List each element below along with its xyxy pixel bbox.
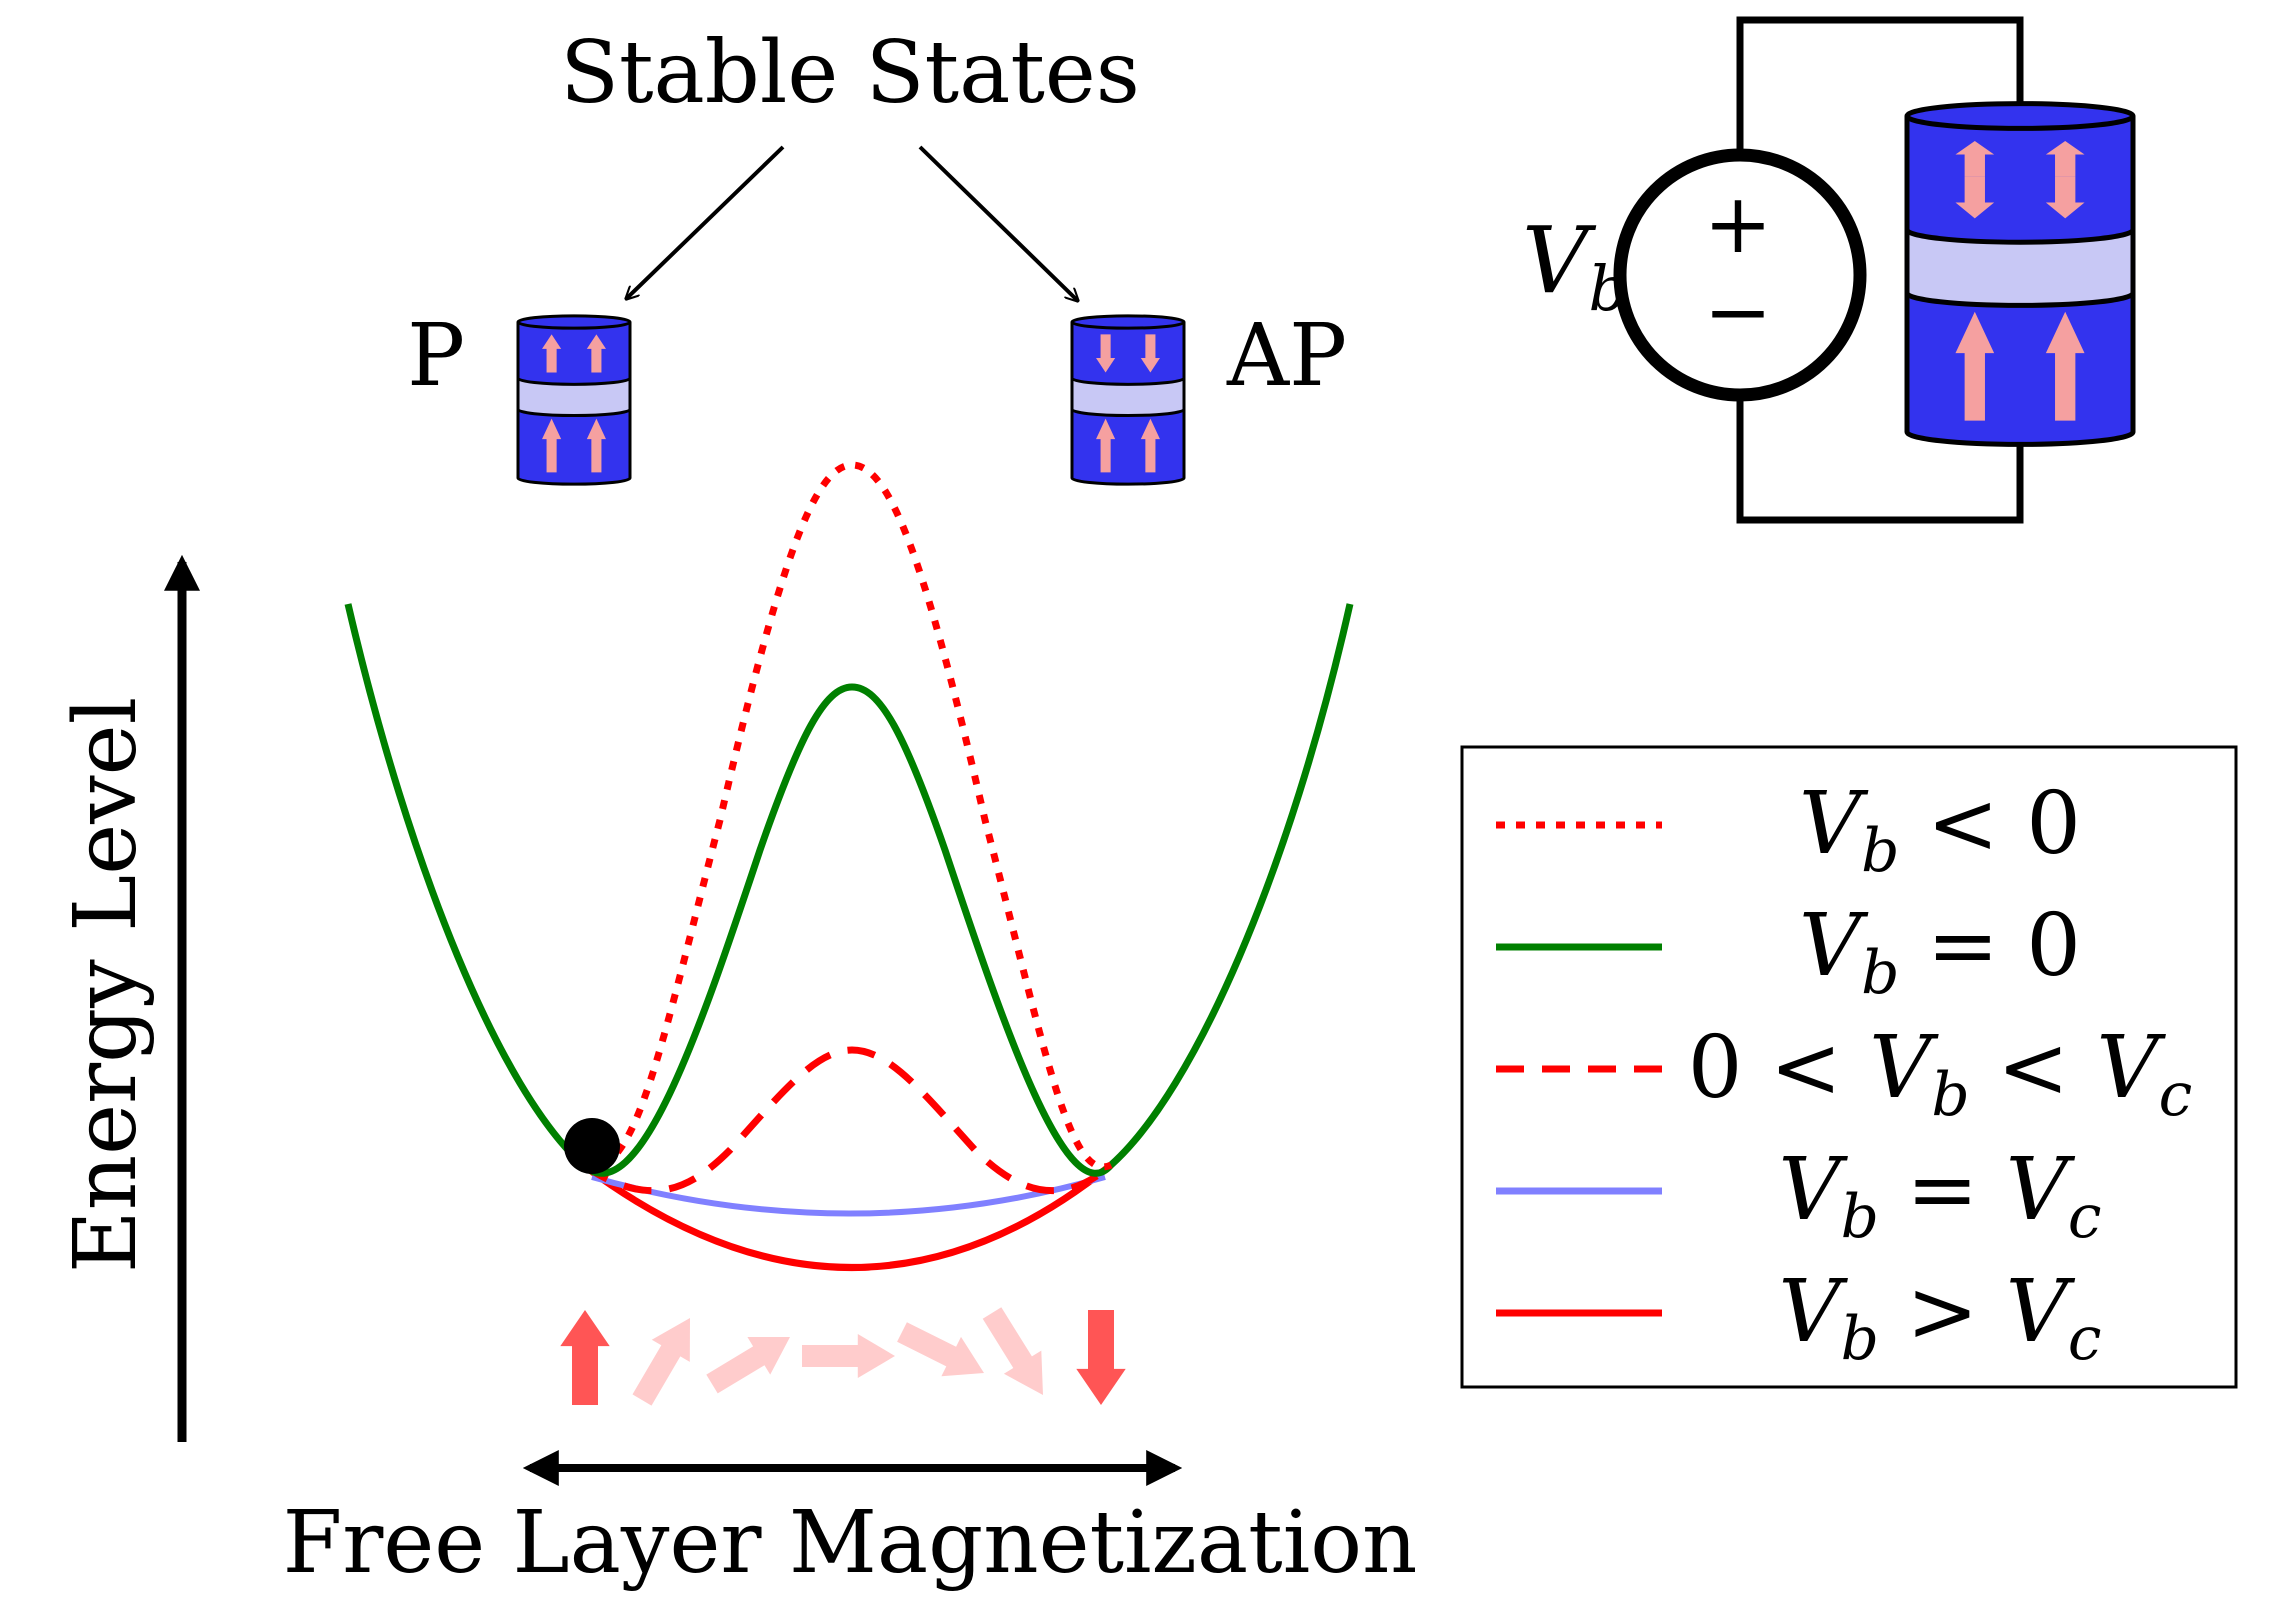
mtj-fixed-layer: [516, 409, 632, 486]
mtj-top-cap: [1070, 314, 1186, 330]
legend-label-part: V: [1799, 896, 1869, 996]
up-arrow-icon: [560, 1310, 610, 1405]
mtj-barrier-layer: [516, 378, 632, 418]
source-plus: +: [1704, 177, 1773, 272]
legend-label-part: V: [1779, 1140, 1849, 1240]
legend-label-part: V: [2097, 1018, 2167, 1118]
mtj-cylinder-icon: [1904, 101, 2136, 447]
energy-axis-label: Energy Level: [56, 697, 156, 1273]
legend-label-part: V: [2006, 1140, 2076, 1240]
source-minus: −: [1704, 265, 1773, 360]
p-state-label: P: [407, 306, 465, 406]
legend-label-part: >: [1879, 1262, 2006, 1362]
legend-label-part: b: [1931, 1060, 1969, 1130]
mtj-fixed-layer: [1070, 409, 1186, 486]
up-arrow-icon: [1140, 418, 1160, 473]
up-arrow-icon: [542, 418, 562, 473]
mtj-antiparallel-icon: [1070, 314, 1186, 486]
legend-label-part: b: [1861, 816, 1899, 886]
mtj-fixed-layer: [1904, 292, 2136, 447]
circuit-wire: [1736, 398, 2024, 524]
up-arrow-icon: [542, 334, 562, 373]
curve-vb-between-zero-and-vc: [581, 1046, 1114, 1195]
up-arrow-icon: [2045, 141, 2085, 177]
mtj-barrier-layer: [1904, 229, 2136, 308]
magnetization-rotation-arrows: [560, 1307, 1126, 1406]
rotating-arrow-icon: [706, 1337, 790, 1394]
legend-label-part: c: [2159, 1060, 2193, 1130]
circuit-wire: [1736, 16, 2024, 152]
ap-state-label: AP: [1226, 306, 1347, 406]
legend-label-part: 0 <: [1688, 1018, 1869, 1118]
legend-label-part: V: [1799, 774, 1869, 874]
down-arrow-icon: [1076, 1310, 1126, 1405]
ball-icon: [564, 1118, 620, 1174]
arrow-to-ap: [918, 145, 1078, 301]
source-voltage-label: Vb: [1522, 207, 1628, 325]
curve-vb-equals-zero: [344, 603, 1354, 1177]
legend-label-part: <: [1970, 1018, 2097, 1118]
down-arrow-icon: [1140, 334, 1160, 373]
legend-label-part: V: [2006, 1262, 2076, 1362]
legend-label-part: b: [1861, 938, 1899, 1008]
source-voltage-symbol: V: [1522, 207, 1597, 314]
legend-label-vb_crit: Vb = Vc: [1779, 1140, 2102, 1252]
legend-label-part: =: [1879, 1140, 2006, 1240]
legend-label-part: < 0: [1900, 774, 2081, 874]
curve-vb-greater-than-vc: [580, 1162, 1114, 1271]
rotating-arrow-icon: [982, 1307, 1043, 1395]
legend-label-part: V: [1869, 1018, 1939, 1118]
up-arrow-icon: [1955, 311, 1995, 421]
source-voltage-subscript: b: [1588, 252, 1628, 325]
legend-label-vb_zero: Vb = 0: [1799, 896, 2081, 1008]
legend-label-part: = 0: [1900, 896, 2081, 996]
legend-label-vb_mid: 0 < Vb < Vc: [1688, 1018, 2192, 1130]
mtj-free-layer: [516, 322, 632, 386]
up-arrow-icon: [1096, 418, 1116, 473]
magnetization-axis-label: Free Layer Magnetization: [283, 1493, 1418, 1593]
curve-vb-less-than-zero: [581, 461, 1113, 1171]
legend-label-vb_high: Vb > Vc: [1779, 1262, 2102, 1374]
legend-label-part: b: [1841, 1182, 1879, 1252]
arrow-to-p: [626, 145, 785, 299]
down-arrow-icon: [1096, 334, 1116, 373]
down-arrow-icon: [2045, 176, 2085, 219]
curve-vb-equals-vc: [591, 1174, 1106, 1217]
rotating-arrow-icon: [632, 1318, 690, 1406]
mtj-top-cap: [1904, 101, 2136, 131]
legend-label-part: V: [1779, 1262, 1849, 1362]
rotating-arrow-icon: [897, 1322, 984, 1377]
bias-circuit: + − Vb: [1522, 16, 2136, 524]
legend-label-part: c: [2068, 1304, 2102, 1374]
stable-states-title: Stable States: [560, 23, 1140, 123]
legend-label-part: c: [2068, 1182, 2102, 1252]
mtj-top-cap: [516, 314, 632, 330]
mtj-free-layer: [1070, 322, 1186, 386]
legend-label-part: b: [1841, 1304, 1879, 1374]
mtj-barrier-layer: [1070, 378, 1186, 418]
legend-label-vb_neg: Vb < 0: [1799, 774, 2081, 886]
down-arrow-icon: [1955, 176, 1995, 219]
right-arrow-icon: [802, 1334, 895, 1378]
voltage-source-icon: [1613, 148, 1867, 402]
up-arrow-icon: [586, 418, 606, 473]
mtj-parallel-icon: [516, 314, 632, 486]
up-arrow-icon: [1955, 141, 1995, 177]
up-arrow-icon: [2045, 311, 2085, 421]
up-arrow-icon: [586, 334, 606, 373]
mtj-free-layer: [1904, 116, 2136, 245]
